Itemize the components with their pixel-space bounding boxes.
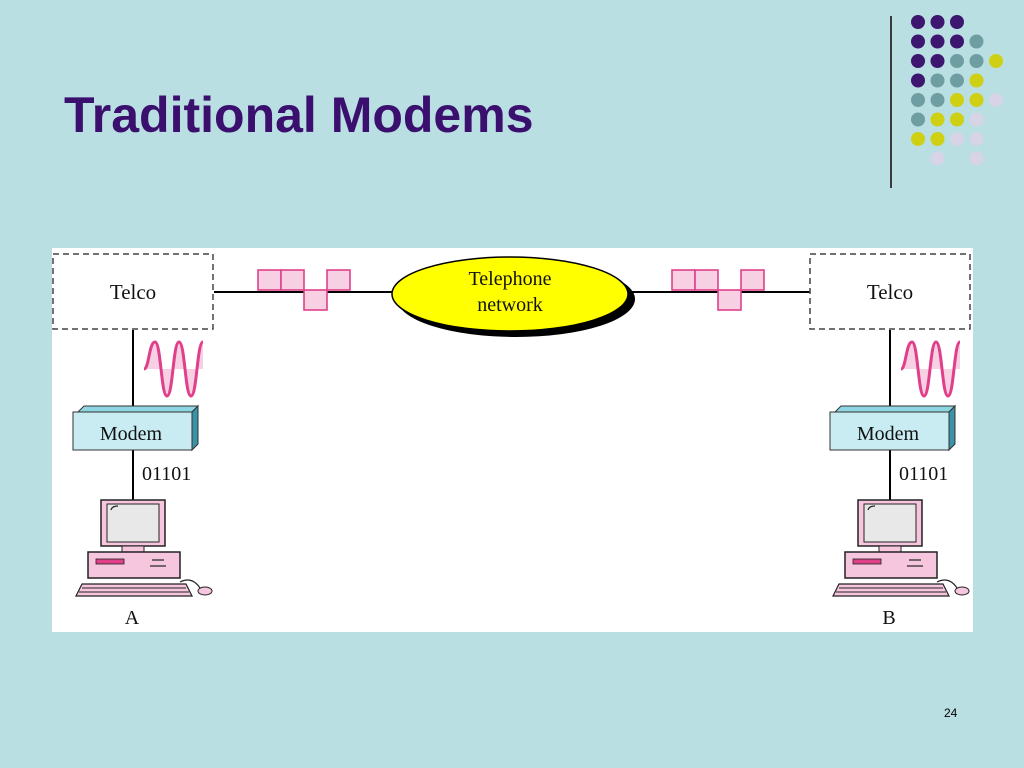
network-label-line1: Telephone xyxy=(468,268,551,290)
decor-dot xyxy=(911,93,925,107)
decor-dot xyxy=(911,54,925,68)
decor-dot xyxy=(989,93,1003,107)
decor-dot xyxy=(950,15,964,29)
digital-signal-right xyxy=(671,269,765,311)
bits-label-right: 01101 xyxy=(899,463,948,485)
slide-title: Traditional Modems xyxy=(64,87,534,143)
decor-dot xyxy=(930,93,945,107)
analog-signal-right xyxy=(900,340,962,398)
decor-dot xyxy=(930,112,945,127)
decor-dot xyxy=(911,112,925,127)
decor-dot xyxy=(950,93,964,107)
decor-dot xyxy=(969,112,984,127)
modem-left: Modem xyxy=(72,404,200,452)
telco-label-left: Telco xyxy=(110,280,156,304)
modem-right: Modem xyxy=(829,404,957,452)
digital-signal-left xyxy=(257,269,351,311)
decor-dot xyxy=(930,151,945,166)
network-label-line2: network xyxy=(477,294,543,316)
decor-dot xyxy=(969,34,984,49)
telephone-network-cloud: Telephone network xyxy=(391,256,635,337)
bits-label-left: 01101 xyxy=(142,463,191,485)
decor-dot xyxy=(911,34,925,49)
decor-dot xyxy=(969,93,984,107)
computer-b: B xyxy=(832,499,970,629)
decor-dot xyxy=(930,54,945,68)
decor-dot xyxy=(969,54,984,68)
analog-signal-left xyxy=(143,340,205,398)
decor-dot xyxy=(930,15,945,29)
title-divider xyxy=(890,16,892,188)
computer-label-a: A xyxy=(125,607,140,629)
computer-a: A xyxy=(75,499,213,629)
decor-dot xyxy=(911,132,925,146)
decor-dot xyxy=(950,54,964,68)
decor-dot xyxy=(989,54,1003,68)
decor-dot xyxy=(930,34,945,49)
decor-dot xyxy=(969,73,984,88)
decor-dot xyxy=(950,73,964,88)
modem-label-left: Modem xyxy=(100,423,163,445)
modem-network-diagram: Telco Telco Telephone network xyxy=(52,248,973,632)
decor-dot xyxy=(950,132,964,146)
telco-box-right: Telco xyxy=(809,253,971,330)
decor-dot xyxy=(911,15,925,29)
decor-dot xyxy=(950,34,964,49)
decor-dot xyxy=(930,73,945,88)
decor-dot xyxy=(911,73,925,88)
telco-box-left: Telco xyxy=(52,253,214,330)
decor-dot xyxy=(969,151,984,166)
modem-label-right: Modem xyxy=(857,423,920,445)
decor-dot xyxy=(950,112,964,127)
decor-dot xyxy=(969,132,984,146)
decor-dot xyxy=(930,132,945,146)
telco-label-right: Telco xyxy=(867,280,913,304)
page-number: 24 xyxy=(944,706,958,720)
computer-label-b: B xyxy=(882,607,895,629)
